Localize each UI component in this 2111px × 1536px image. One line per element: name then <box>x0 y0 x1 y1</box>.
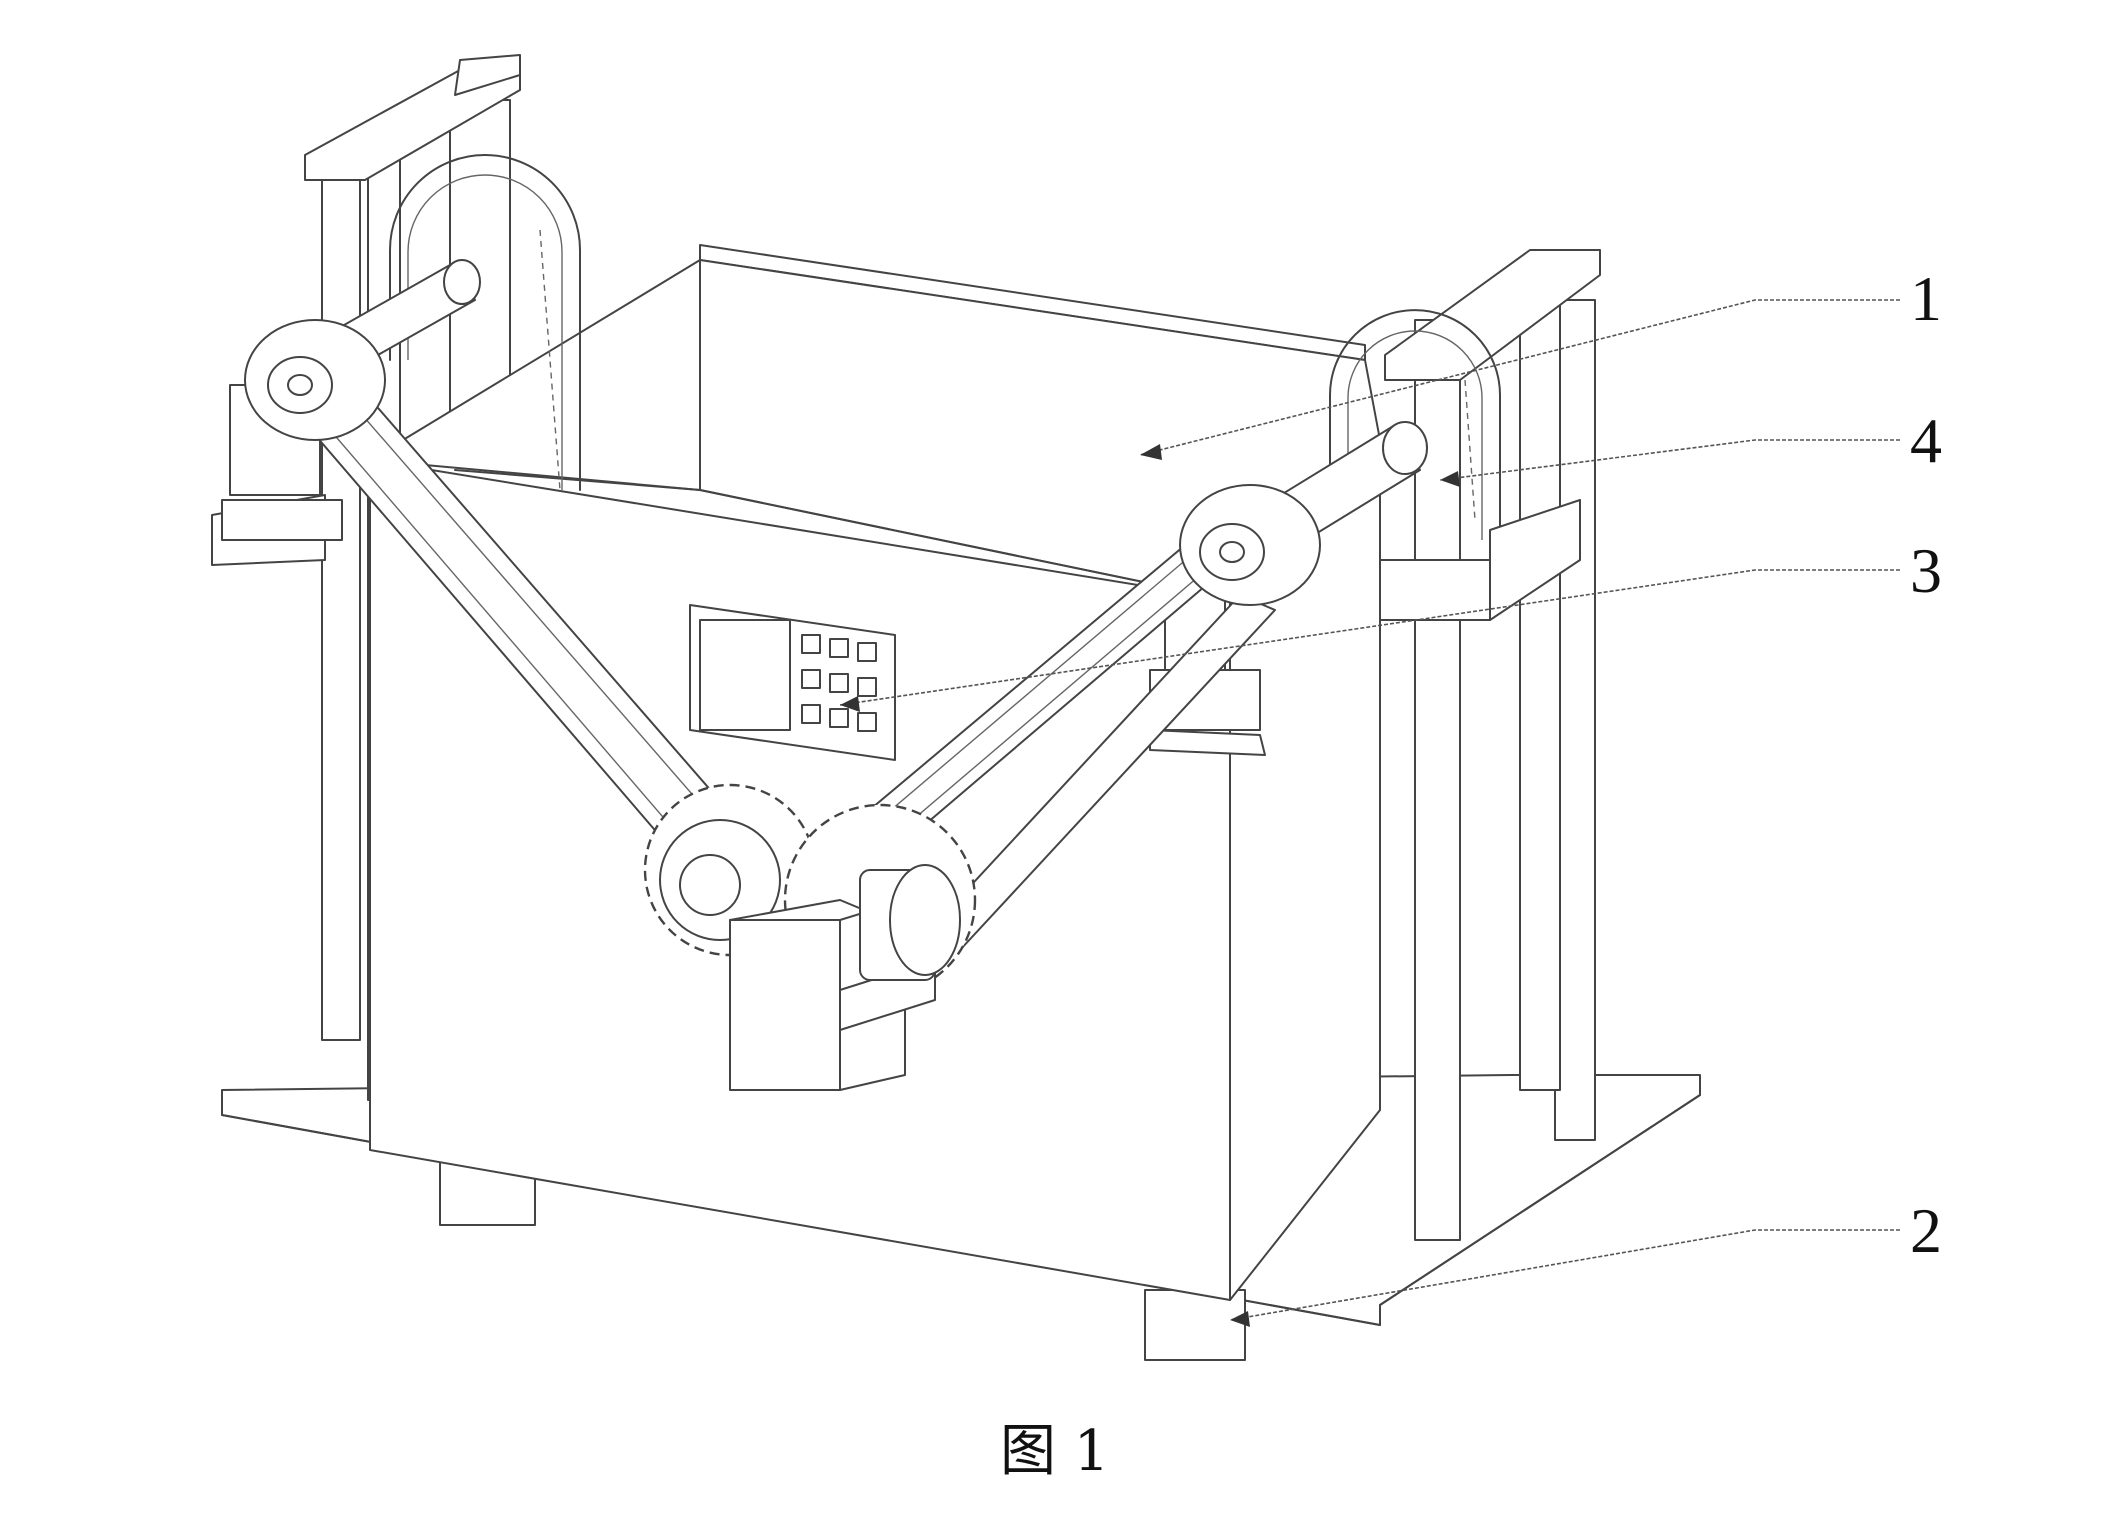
right-slider-blocks <box>1379 499 1581 621</box>
left-top-bars <box>304 54 521 181</box>
left-chain-loop <box>389 154 581 491</box>
leader-3 <box>839 569 1900 712</box>
main-box <box>369 244 1381 1301</box>
right-top-bar <box>1384 249 1601 381</box>
control-panel-buttons <box>801 634 877 732</box>
callout-4: 4 <box>1910 405 1942 476</box>
figure-caption: 图 1 <box>1000 1419 1109 1484</box>
right-pulley <box>1179 484 1321 606</box>
leader-1 <box>1139 299 1900 460</box>
left-pulley <box>244 319 386 441</box>
motor-assembly <box>729 864 961 1091</box>
right-columns <box>1414 289 1596 1241</box>
control-panel <box>689 604 896 761</box>
callout-3: 3 <box>1910 535 1942 606</box>
leader-4 <box>1439 439 1900 487</box>
callout-1: 1 <box>1910 263 1942 334</box>
right-chain-loop <box>1329 309 1501 541</box>
callout-2: 2 <box>1910 1195 1942 1266</box>
leader-2 <box>1229 1229 1900 1327</box>
